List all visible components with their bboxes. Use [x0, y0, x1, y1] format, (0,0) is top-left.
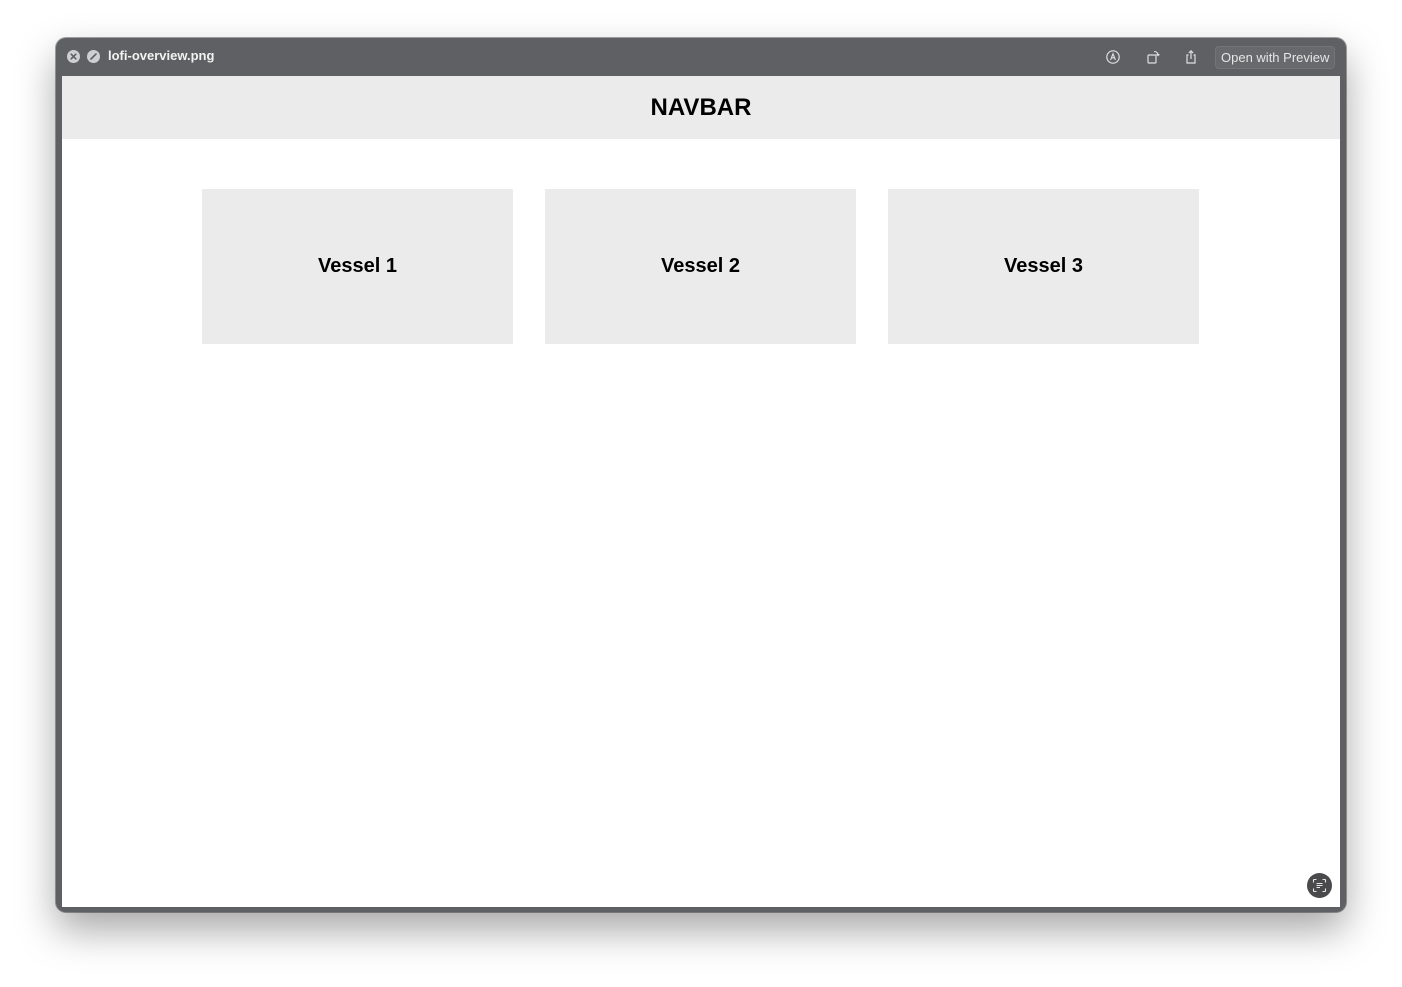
- title-bar: lofi-overview.png Open with Preview: [56, 38, 1346, 76]
- vessel-card: Vessel 1: [202, 189, 513, 344]
- markup-button[interactable]: [1103, 47, 1123, 67]
- share-icon: [1186, 49, 1196, 64]
- vessel-card: Vessel 2: [545, 189, 856, 344]
- share-button[interactable]: [1181, 47, 1201, 67]
- window-title: lofi-overview.png: [108, 48, 215, 63]
- vessel-card: Vessel 3: [888, 189, 1199, 344]
- navbar-placeholder: NAVBAR: [62, 76, 1340, 139]
- image-preview: NAVBAR Vessel 1 Vessel 2 Vessel 3: [62, 76, 1340, 907]
- rotate-icon: [1147, 50, 1160, 64]
- close-icon: [70, 53, 77, 60]
- rotate-button[interactable]: [1143, 47, 1163, 67]
- live-text-icon: [1312, 878, 1327, 893]
- close-button[interactable]: [67, 50, 80, 63]
- quicklook-window: lofi-overview.png Open with Preview NAVB…: [56, 38, 1346, 912]
- markup-icon: [1106, 50, 1120, 64]
- live-text-button[interactable]: [1307, 873, 1332, 898]
- fullscreen-icon: [90, 53, 97, 60]
- open-with-preview-button[interactable]: Open with Preview: [1215, 46, 1336, 69]
- fullscreen-button[interactable]: [87, 50, 100, 63]
